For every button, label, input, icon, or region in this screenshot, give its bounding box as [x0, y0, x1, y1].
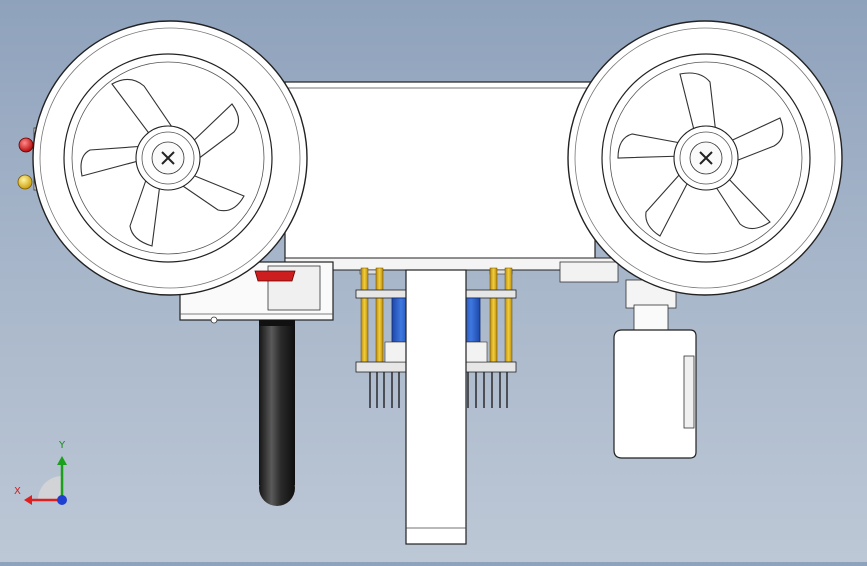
camera-module: [559, 261, 697, 459]
triad-y-label: Y: [59, 440, 66, 451]
left-wheel: [32, 20, 308, 296]
triad-x-label: X: [14, 486, 21, 497]
chassis-plate: [284, 81, 616, 271]
rocker-switch: [254, 270, 296, 282]
power-switch-box: [179, 261, 334, 324]
center-arm: [405, 269, 467, 545]
yellow-led: [17, 174, 33, 190]
coordinate-triad: [24, 456, 67, 505]
right-hub-screw-icon: [699, 151, 713, 165]
red-led: [18, 137, 34, 153]
left-hub-screw-icon: [161, 151, 175, 165]
right-wheel: [567, 20, 843, 296]
antenna-handle: [259, 320, 295, 506]
